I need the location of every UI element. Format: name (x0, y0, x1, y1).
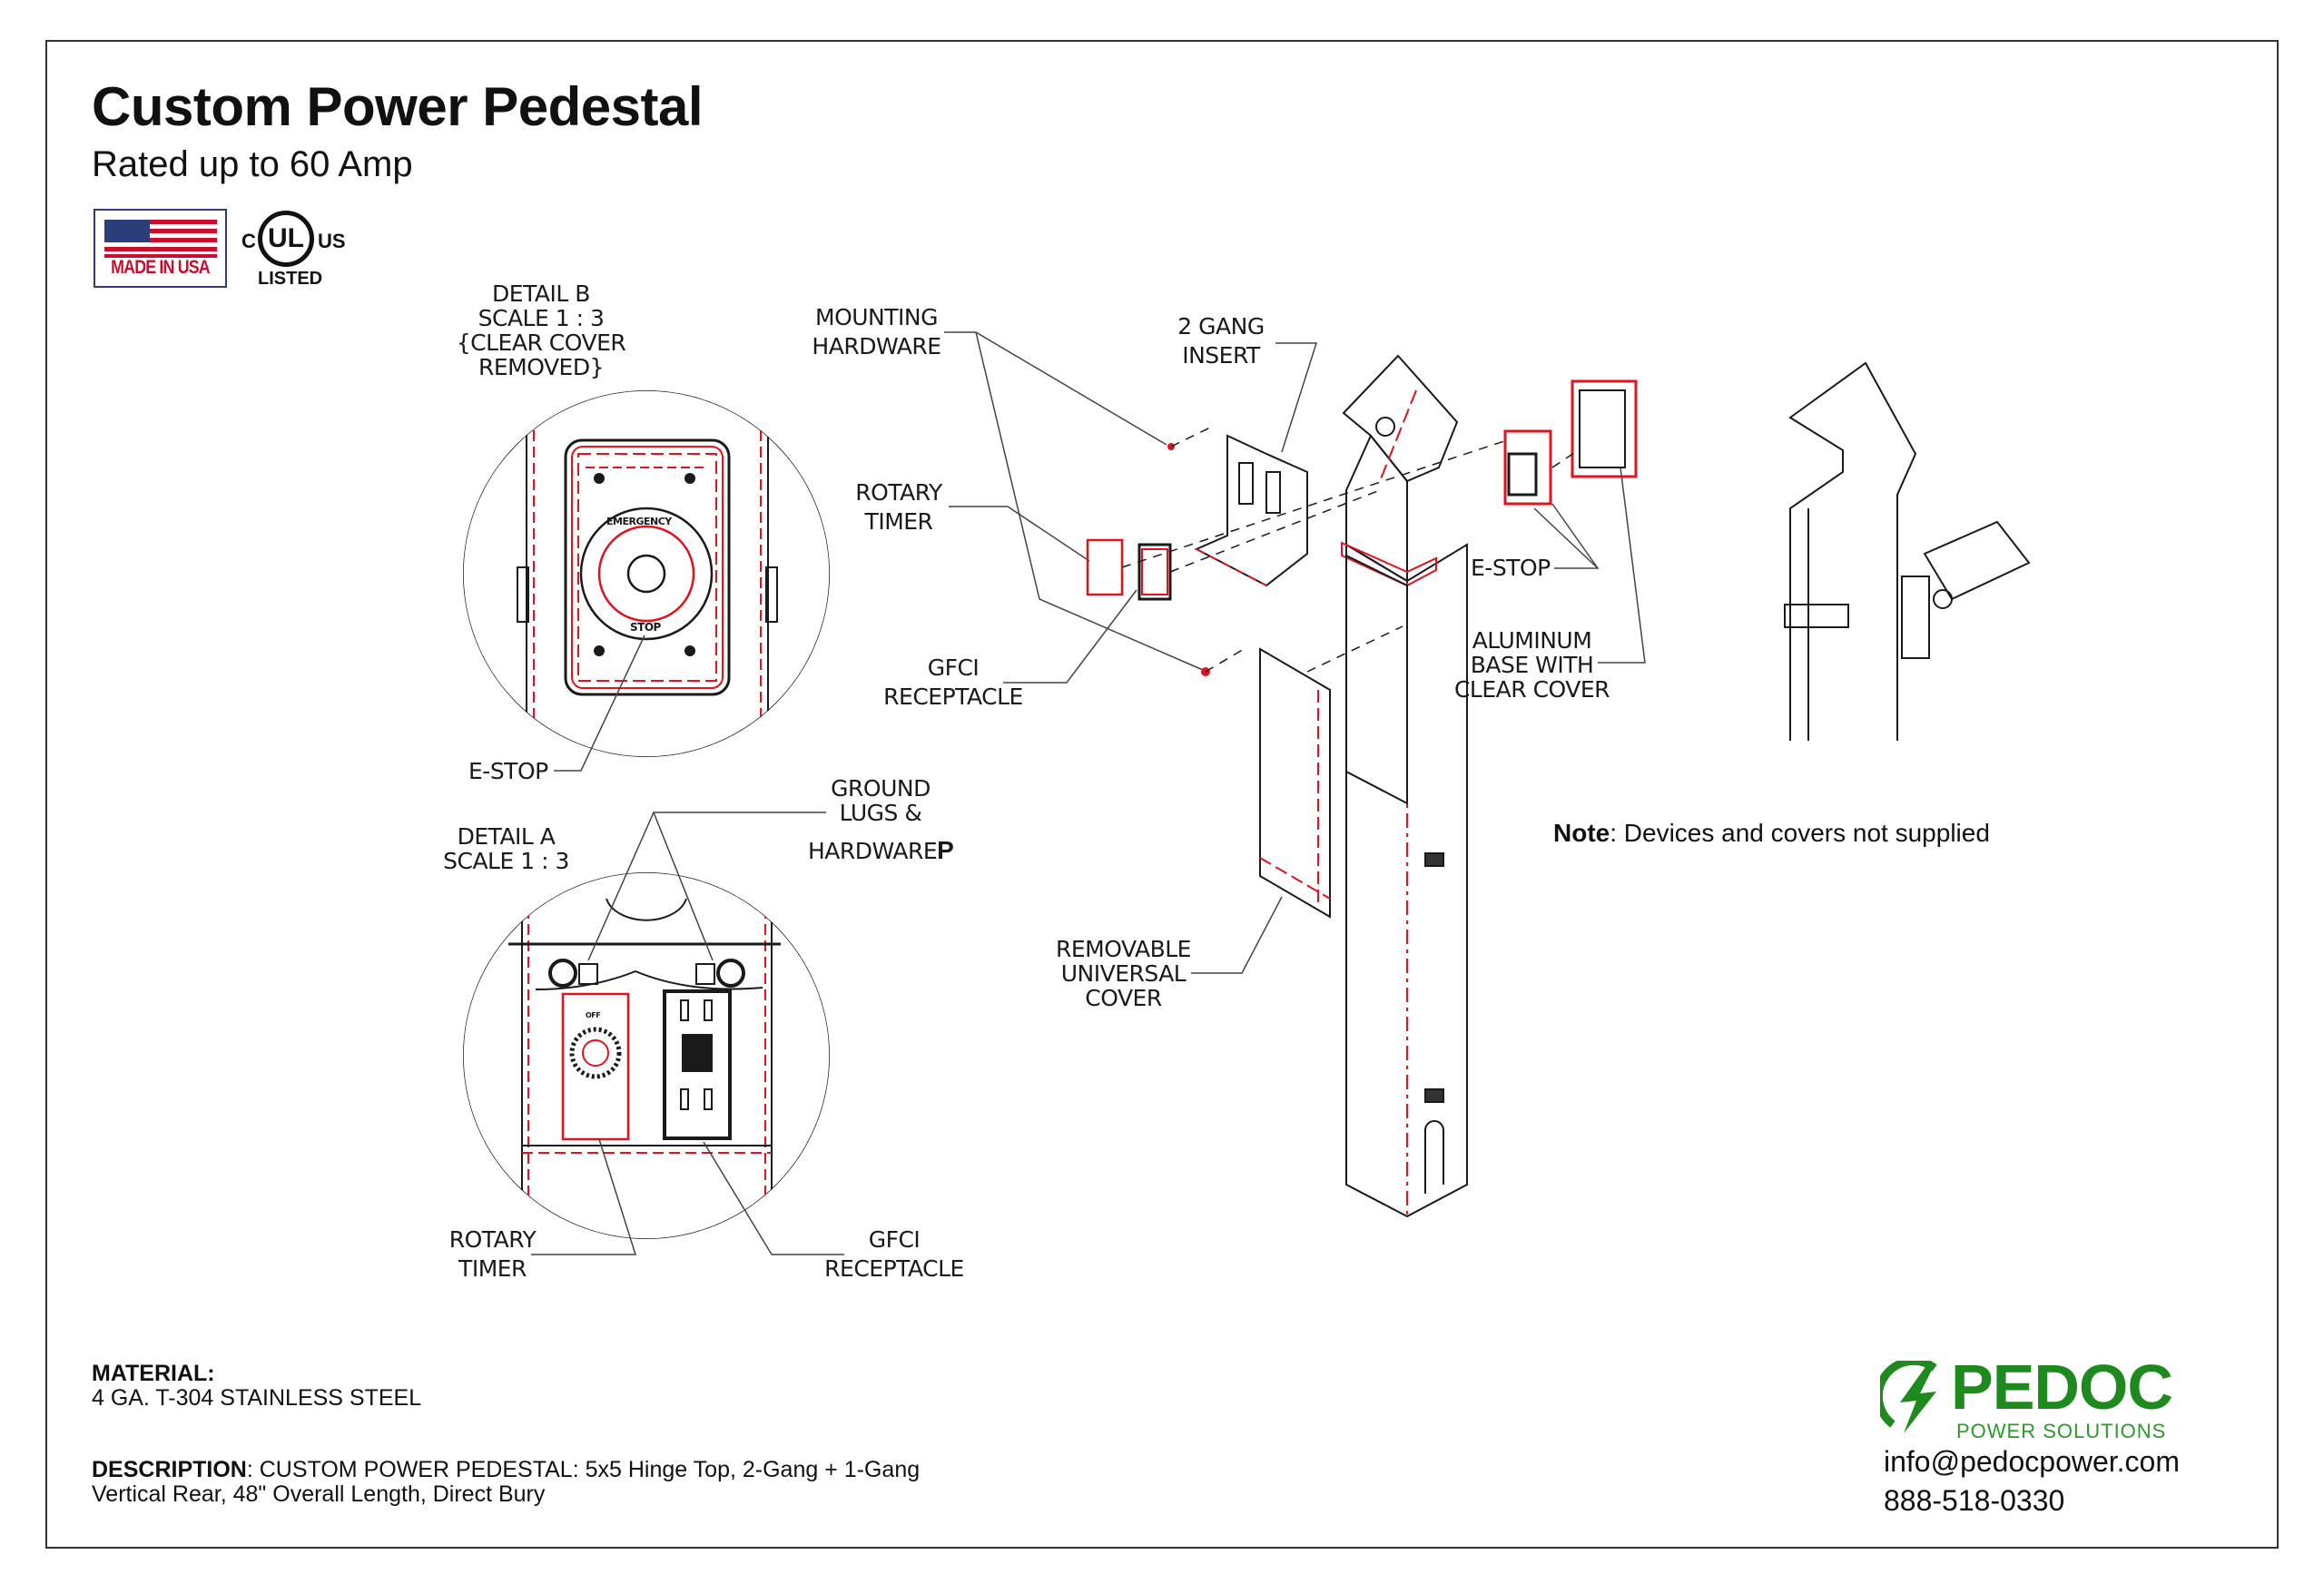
side-view (1784, 361, 2031, 741)
description-spec: DESCRIPTION: CUSTOM POWER PEDESTAL: 5x5 … (92, 1457, 921, 1507)
contact-phone[interactable]: 888-518-0330 (1884, 1484, 2065, 1517)
made-in-usa-badge: MADE IN USA (94, 209, 227, 288)
lightning-bolt-icon (1880, 1361, 1937, 1433)
ul-c: C (241, 230, 256, 252)
material-spec: MATERIAL: 4 GA. T-304 STAINLESS STEEL (92, 1361, 422, 1411)
pedoc-logo: PEDOC POWER SOLUTIONS (1880, 1355, 2189, 1442)
ul-us: US (318, 230, 346, 252)
detail-b-estop-callout: E-STOP (468, 758, 548, 784)
ul-listed-mark: C UL US LISTED (241, 209, 346, 292)
estop-callout: E-STOP (1471, 555, 1551, 581)
supply-note: Note: Devices and covers not supplied (1553, 819, 1990, 847)
ul-listed-text: LISTED (258, 269, 323, 289)
brand-name: PEDOC (1951, 1352, 2173, 1422)
detail-b-view (463, 390, 830, 757)
emergency-text: EMERGENCY (606, 516, 672, 527)
sheet-border (45, 40, 2279, 1549)
us-flag-icon (104, 220, 217, 258)
detail-a-view (463, 872, 830, 1239)
contact-email[interactable]: info@pedocpower.com (1884, 1445, 2180, 1478)
page-subtitle: Rated up to 60 Amp (92, 144, 413, 184)
ul-circle: UL (258, 211, 314, 267)
exploded-pedestal (1086, 354, 1638, 1218)
page-title: Custom Power Pedestal (92, 76, 704, 137)
made-in-usa-text: MADE IN USA (111, 257, 211, 278)
brand-tagline: POWER SOLUTIONS (1956, 1420, 2167, 1442)
callout-leaders (531, 331, 1646, 1255)
timer-off-text: OFF (586, 1011, 601, 1019)
stop-text: STOP (630, 621, 661, 634)
